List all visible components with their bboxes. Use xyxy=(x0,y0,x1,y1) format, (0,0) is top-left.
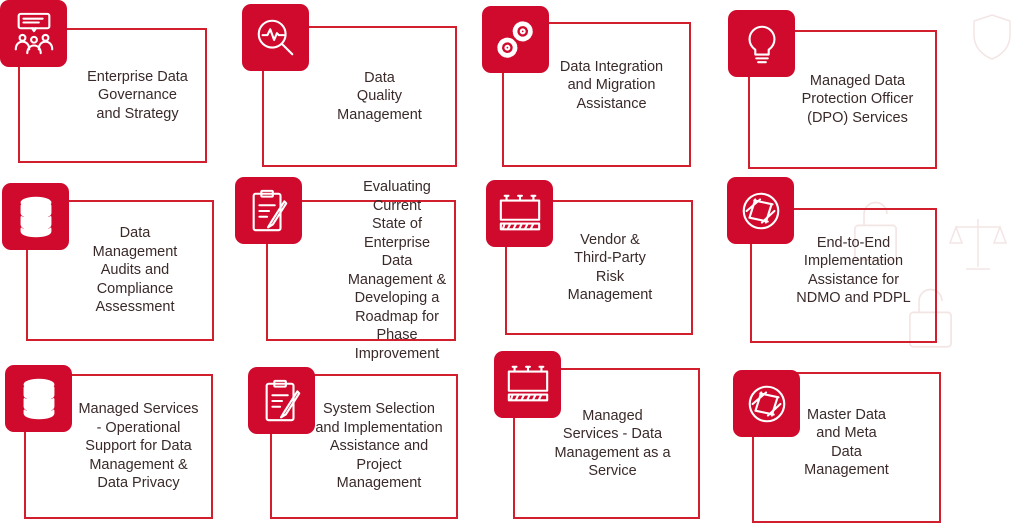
database-icon xyxy=(5,365,72,432)
lightbulb-icon xyxy=(728,10,795,77)
meeting-presentation-icon xyxy=(0,0,67,67)
service-title: Managed Services - Operational Support f… xyxy=(78,401,199,492)
database-icon xyxy=(2,183,69,250)
clipboard-pen-icon xyxy=(248,367,315,434)
aperture-icon xyxy=(727,177,794,244)
service-title: Managed Services - Data Management as a … xyxy=(554,407,671,480)
service-title: System Selection and Implementation Assi… xyxy=(315,401,443,492)
gears-icon xyxy=(482,6,549,73)
aperture-icon xyxy=(733,370,800,437)
clipboard-pen-icon xyxy=(235,177,302,244)
service-title: End-to-End Implementation Assistance for… xyxy=(796,234,911,307)
service-title: Vendor & Third-Party Risk Management xyxy=(567,231,653,304)
service-title: Data Integration and Migration Assistanc… xyxy=(559,58,664,112)
magnifier-pulse-icon xyxy=(242,4,309,71)
background-scales-icon xyxy=(948,215,1008,280)
background-shield-icon xyxy=(970,12,1015,67)
service-title: Data Quality Management xyxy=(337,69,422,123)
service-title: Master Data and Meta Data Management xyxy=(804,406,889,479)
service-title: Enterprise Data Governance and Strategy xyxy=(87,68,188,122)
service-title: Data Management Audits and Compliance As… xyxy=(92,225,178,316)
service-title: Evaluating Current State of Enterprise D… xyxy=(347,179,447,362)
billboard-icon xyxy=(486,180,553,247)
billboard-icon xyxy=(494,351,561,418)
service-title: Managed Data Protection Officer (DPO) Se… xyxy=(801,72,914,126)
